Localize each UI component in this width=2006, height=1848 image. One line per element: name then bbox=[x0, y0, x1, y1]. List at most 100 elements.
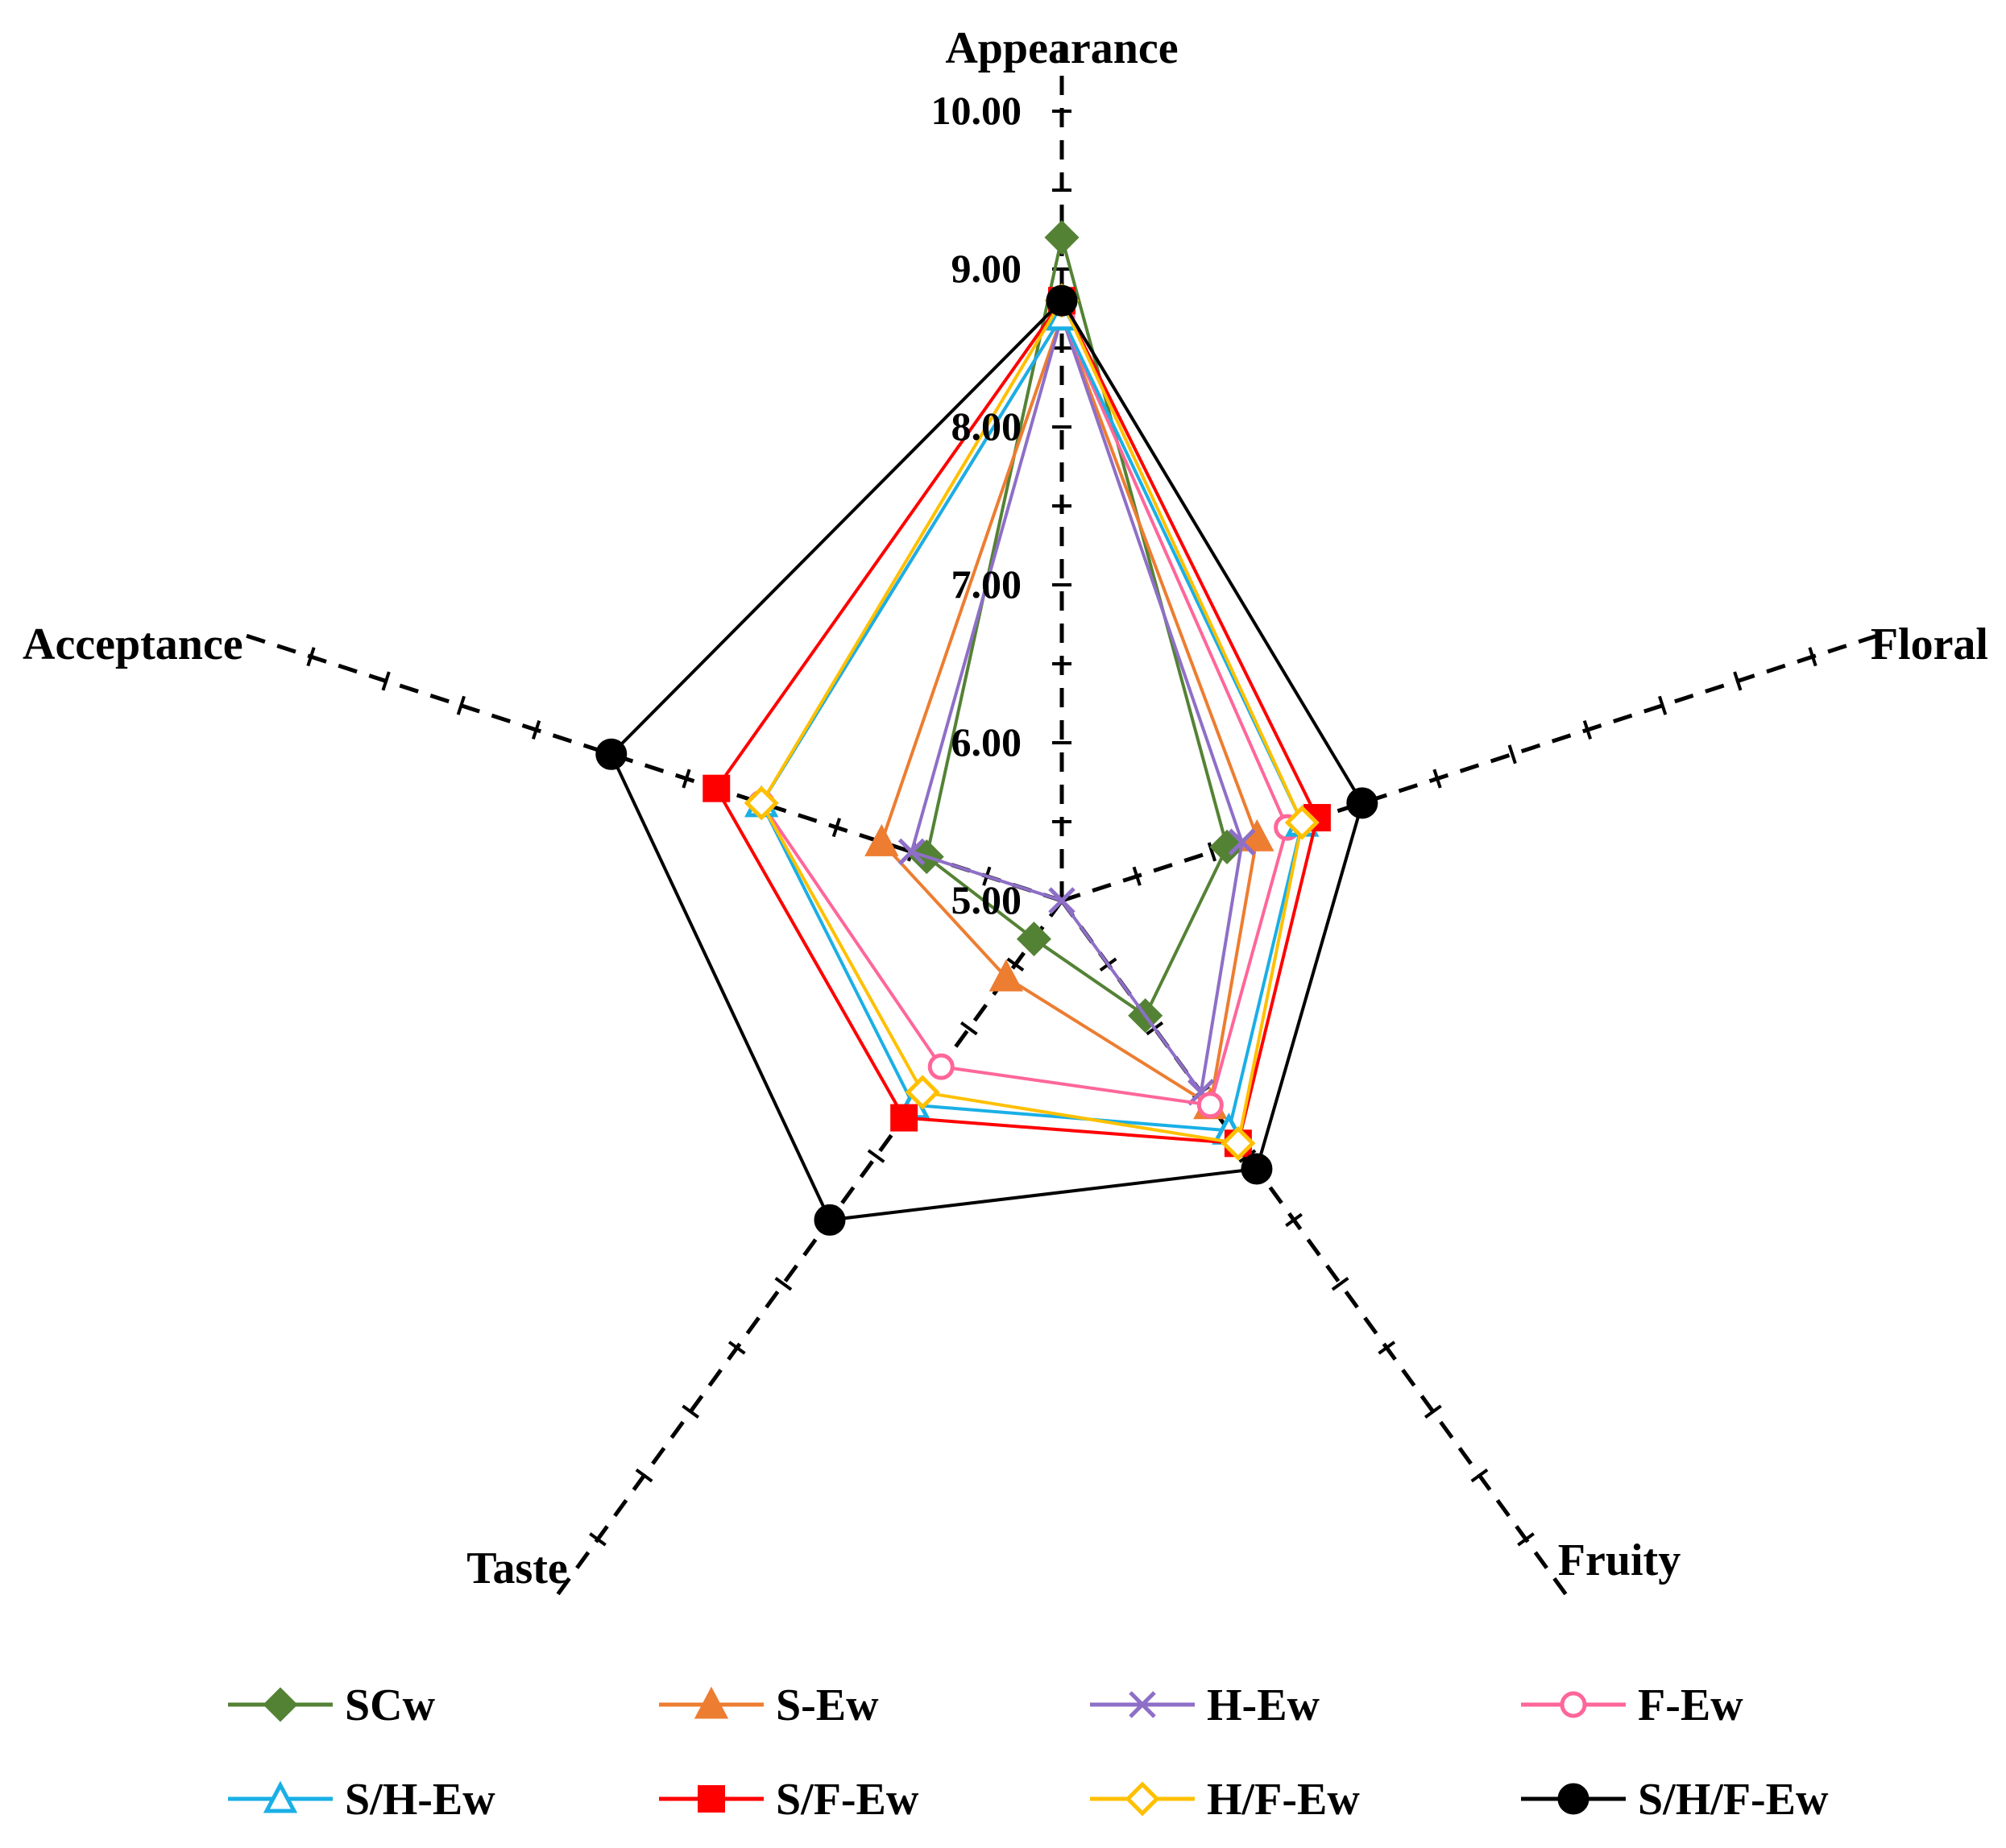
data-point-s-ew bbox=[864, 823, 899, 856]
axis-label-taste: Taste bbox=[466, 1543, 568, 1593]
series-line-s-h-f-ew bbox=[609, 297, 1364, 1222]
data-point-h-ew bbox=[897, 838, 926, 866]
legend-label-s-h-f-ew: S/H/F-Ew bbox=[1638, 1775, 1829, 1825]
axis-tick-mark bbox=[727, 1340, 746, 1355]
series-line-h-f-ew bbox=[759, 296, 1304, 1146]
legend-label-h-f-ew: H/F-Ew bbox=[1207, 1775, 1360, 1825]
data-point-s-h-f-ew bbox=[1241, 1153, 1273, 1185]
axis-line-floral bbox=[1061, 633, 1879, 903]
axis-tick-mark bbox=[531, 719, 541, 740]
tick-label: 10.00 bbox=[931, 88, 1022, 133]
data-point-s-h-f-ew bbox=[1346, 787, 1378, 819]
radial-tick-labels: 5.00 6.00 7.00 8.00 9.00 10.00 bbox=[931, 88, 1022, 922]
legend-marker-s-ew bbox=[694, 1686, 729, 1719]
axis-tick-mark bbox=[1582, 719, 1593, 740]
data-point-h-f-ew bbox=[1221, 1125, 1256, 1161]
data-point-scw bbox=[1044, 220, 1080, 255]
data-point-s-ew bbox=[988, 959, 1024, 992]
axis-tick-mark bbox=[1470, 1468, 1489, 1483]
data-point-s-f-ew bbox=[703, 774, 731, 802]
legend-marker-f-ew bbox=[1560, 1691, 1587, 1718]
axis-line-taste bbox=[555, 899, 1064, 1597]
axis-tick-mark bbox=[1808, 647, 1817, 667]
data-point-f-ew bbox=[1196, 1092, 1224, 1119]
axis-tick-mark bbox=[1658, 695, 1668, 715]
series-line-s-f-ew bbox=[714, 297, 1320, 1146]
data-point-s-h-f-ew bbox=[814, 1204, 846, 1236]
legend-item-h-f-ew: H/F-Ew bbox=[1090, 1775, 1360, 1825]
data-point-h-ew bbox=[1228, 828, 1256, 856]
axis-tick-mark bbox=[774, 1277, 793, 1291]
legend-item-s-ew: S-Ew bbox=[659, 1680, 879, 1730]
data-point-scw bbox=[1209, 829, 1245, 864]
axis-label-acceptance: Acceptance bbox=[23, 619, 243, 669]
axis-label-fruity: Fruity bbox=[1558, 1535, 1681, 1585]
axis-tick-mark bbox=[1507, 744, 1517, 764]
axis-tick-mark bbox=[1733, 671, 1743, 691]
axis-tick-mark bbox=[682, 1404, 700, 1419]
data-point-s-f-ew bbox=[890, 1104, 918, 1132]
axis-tick-mark bbox=[1132, 866, 1142, 886]
legend-label-h-ew: H-Ew bbox=[1207, 1680, 1320, 1730]
axis-label-appearance: Appearance bbox=[945, 23, 1178, 73]
series-s-h-f-ew bbox=[595, 284, 1378, 1236]
legend-item-s-h-ew: S/H-Ew bbox=[228, 1775, 495, 1825]
axis-tick-mark bbox=[1424, 1404, 1442, 1419]
data-point-h-f-ew bbox=[1284, 805, 1320, 840]
axis-tick-mark bbox=[1432, 769, 1442, 789]
tick-label: 6.00 bbox=[951, 719, 1022, 764]
tick-label: 7.00 bbox=[951, 561, 1022, 607]
tick-label: 5.00 bbox=[951, 877, 1022, 922]
axis-tick-mark bbox=[1207, 842, 1217, 862]
radar-series bbox=[595, 220, 1378, 1236]
series-line-h-ew bbox=[910, 311, 1244, 1096]
legend-marker-s-h-ew bbox=[263, 1780, 298, 1813]
series-line-s-ew bbox=[880, 311, 1259, 1108]
legend-item-s-h-f-ew: S/H/F-Ew bbox=[1521, 1775, 1829, 1825]
legend-marker-h-f-ew bbox=[1125, 1781, 1160, 1817]
legend-item-scw: SCw bbox=[228, 1680, 436, 1730]
data-point-h-f-ew bbox=[905, 1075, 940, 1110]
legend-item-s-f-ew: S/F-Ew bbox=[659, 1775, 919, 1825]
series-s-ew bbox=[864, 298, 1274, 1120]
legend-label-f-ew: F-Ew bbox=[1638, 1680, 1743, 1730]
radar-axes bbox=[245, 43, 1879, 1597]
axis-tick-mark bbox=[1006, 957, 1025, 972]
legend-marker-h-ew bbox=[1129, 1691, 1156, 1718]
axis-tick-mark bbox=[306, 647, 316, 667]
axis-tick-mark bbox=[959, 1021, 978, 1036]
legend-label-s-h-ew: S/H-Ew bbox=[345, 1775, 495, 1825]
data-point-s-h-f-ew bbox=[595, 738, 628, 770]
legend-label-s-ew: S-Ew bbox=[776, 1680, 879, 1730]
tick-label: 9.00 bbox=[951, 246, 1022, 291]
axis-tick-mark bbox=[1517, 1532, 1535, 1547]
tick-label: 8.00 bbox=[951, 404, 1022, 449]
axis-tick-mark bbox=[589, 1532, 607, 1547]
legend-label-scw: SCw bbox=[345, 1680, 436, 1730]
data-point-h-ew bbox=[1048, 887, 1076, 914]
data-point-f-ew bbox=[927, 1053, 955, 1080]
legend-marker-scw bbox=[263, 1687, 298, 1722]
legend-item-h-ew: H-Ew bbox=[1090, 1680, 1320, 1730]
legend: SCw S-Ew H-Ew F-EwS/H-Ew S/F-Ew H/F-Ew S/H/F-E… bbox=[228, 1680, 1829, 1825]
legend-marker-s-f-ew bbox=[698, 1785, 725, 1813]
data-point-h-f-ew bbox=[744, 785, 779, 821]
legend-item-f-ew: F-Ew bbox=[1521, 1680, 1743, 1730]
axis-tick-mark bbox=[867, 1149, 885, 1163]
axis-label-floral: Floral bbox=[1871, 619, 1988, 669]
axis-tick-mark bbox=[1285, 1212, 1303, 1228]
data-point-scw bbox=[1016, 922, 1051, 957]
axis-tick-mark bbox=[831, 818, 841, 838]
legend-label-s-f-ew: S/F-Ew bbox=[776, 1775, 919, 1825]
axis-tick-mark bbox=[456, 695, 466, 715]
data-point-s-h-f-ew bbox=[1046, 284, 1078, 317]
legend-marker-s-h-f-ew bbox=[1557, 1783, 1589, 1815]
series-line-scw bbox=[925, 237, 1229, 1018]
axis-tick-mark bbox=[682, 769, 691, 789]
axis-tick-mark bbox=[1331, 1277, 1349, 1291]
axis-tick-mark bbox=[635, 1468, 653, 1483]
axis-tick-mark bbox=[381, 671, 391, 691]
axis-tick-mark bbox=[1378, 1340, 1396, 1355]
